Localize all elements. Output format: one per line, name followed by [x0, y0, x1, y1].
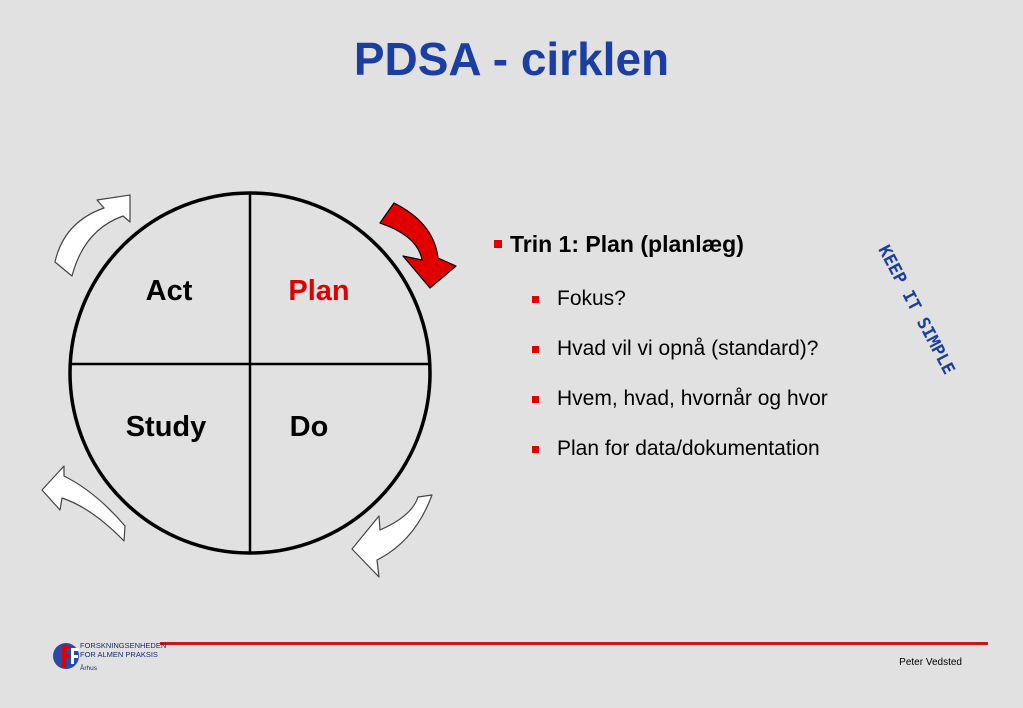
- cycle-arrow-bottom-right-icon: [351, 494, 433, 578]
- quadrant-act-label: Act: [146, 275, 193, 307]
- bullet-square-icon: [494, 240, 502, 248]
- logo-line-1: FORSKNINGSENHEDEN: [80, 641, 167, 650]
- logo-city: Århus: [80, 665, 97, 672]
- logo-text: FORSKNINGSENHEDEN FOR ALMEN PRAKSIS Århu…: [80, 641, 166, 673]
- sub-bullet-text: Hvem, hvad, hvornår og hvor: [557, 387, 828, 410]
- sub-bullet-text: Fokus?: [557, 287, 626, 310]
- quadrant-study-label: Study: [126, 411, 207, 443]
- bullet-section: Trin 1: Plan (planlæg) Fokus? Hvad vil v…: [494, 226, 914, 474]
- footer-divider: [160, 642, 988, 645]
- cycle-arrow-top-left-icon: [54, 194, 131, 277]
- sub-bullet-item: Hvad vil vi opnå (standard)?: [494, 324, 914, 374]
- author-name: Peter Vedsted: [899, 657, 962, 668]
- sub-bullet-item: Fokus?: [494, 274, 914, 324]
- sub-bullet-item: Hvem, hvad, hvornår og hvor: [494, 374, 914, 424]
- logo-mark-icon: [53, 643, 79, 669]
- sub-bullet-square-icon: [532, 445, 539, 453]
- cycle-arrow-bottom-left-icon: [41, 465, 126, 542]
- page-title: PDSA - cirklen: [353, 33, 670, 85]
- sub-bullet-square-icon: [532, 395, 539, 403]
- sub-bullet-item: Plan for data/dokumentation: [494, 424, 914, 474]
- sub-bullet-text: Plan for data/dokumentation: [557, 437, 820, 460]
- sub-bullet-text: Hvad vil vi opnå (standard)?: [557, 337, 819, 360]
- active-arrow-icon: [379, 202, 457, 289]
- quadrant-plan-label: Plan: [288, 275, 349, 307]
- logo-line-2: FOR ALMEN PRAKSIS: [80, 650, 158, 659]
- sub-bullet-list: Fokus? Hvad vil vi opnå (standard)? Hvem…: [494, 274, 914, 474]
- bullet-main-text: Trin 1: Plan (planlæg): [510, 230, 744, 257]
- sub-bullet-square-icon: [532, 295, 539, 303]
- bullet-main: Trin 1: Plan (planlæg): [494, 226, 914, 262]
- quadrant-do-label: Do: [290, 411, 329, 443]
- sub-bullet-square-icon: [532, 345, 539, 353]
